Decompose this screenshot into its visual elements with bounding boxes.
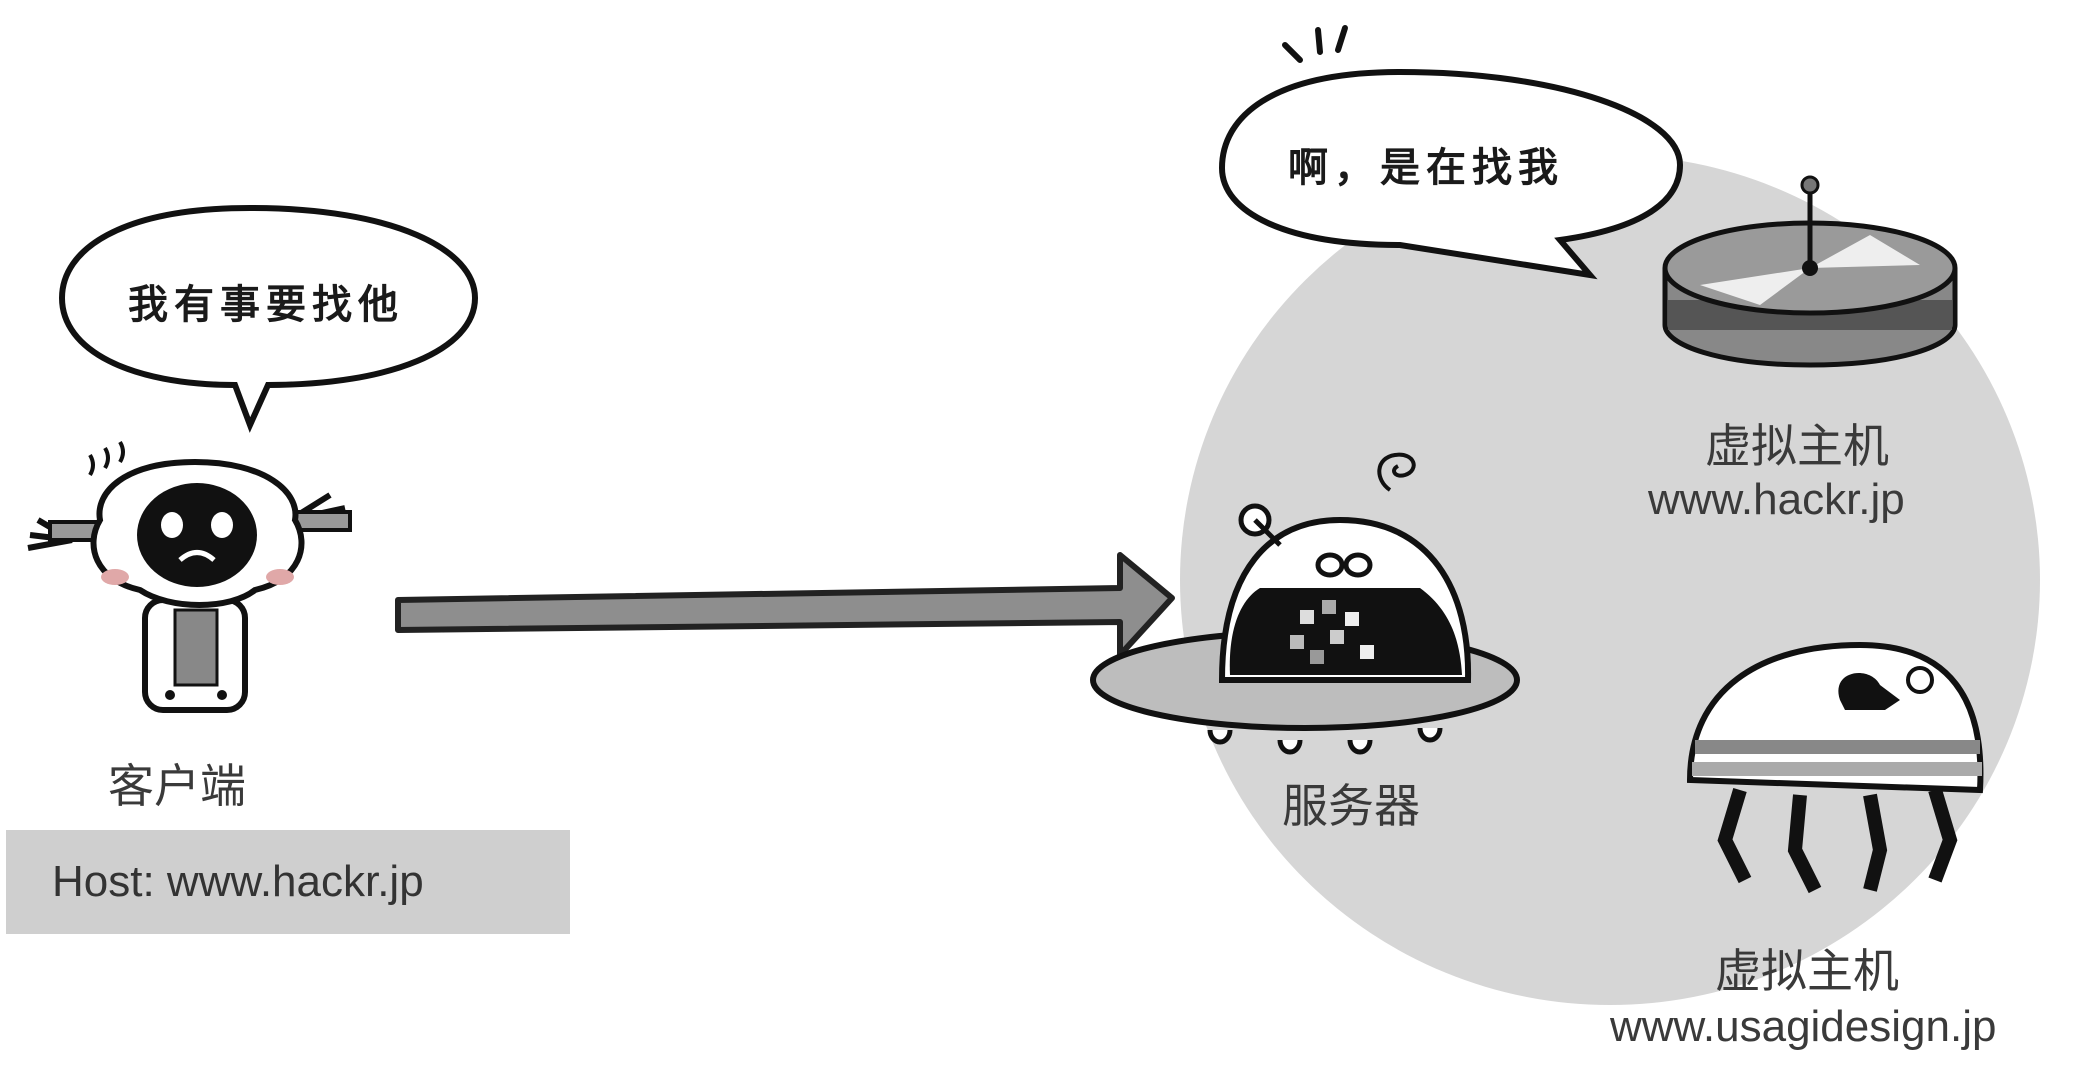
server-speech-text: 啊，是在找我	[1288, 144, 1564, 191]
request-arrow	[395, 552, 1175, 658]
excitement-marks-icon	[1282, 25, 1348, 63]
client-robot-icon	[27, 440, 352, 713]
server-speech-bubble	[1218, 25, 1684, 280]
server-label: 服务器	[1282, 779, 1420, 833]
virtual-host-2-label: 虚拟主机	[1715, 944, 1899, 998]
virtual-host-1-icon	[1662, 175, 1958, 368]
virtual-host-2-icon	[1686, 641, 1984, 894]
virtual-host-1-domain: www.hackr.jp	[1648, 475, 1905, 524]
host-header-box	[6, 830, 570, 934]
server-group-circle	[1180, 155, 2040, 1005]
server-robot-icon	[1090, 452, 1520, 755]
client-label: 客户端	[108, 759, 246, 813]
virtual-host-2-domain: www.usagidesign.jp	[1610, 1002, 1997, 1051]
client-speech-bubble	[58, 204, 479, 433]
virtual-host-1-label: 虚拟主机	[1705, 419, 1889, 473]
host-header-text: Host: www.hackr.jp	[52, 857, 424, 906]
client-speech-text: 我有事要找他	[128, 281, 404, 328]
